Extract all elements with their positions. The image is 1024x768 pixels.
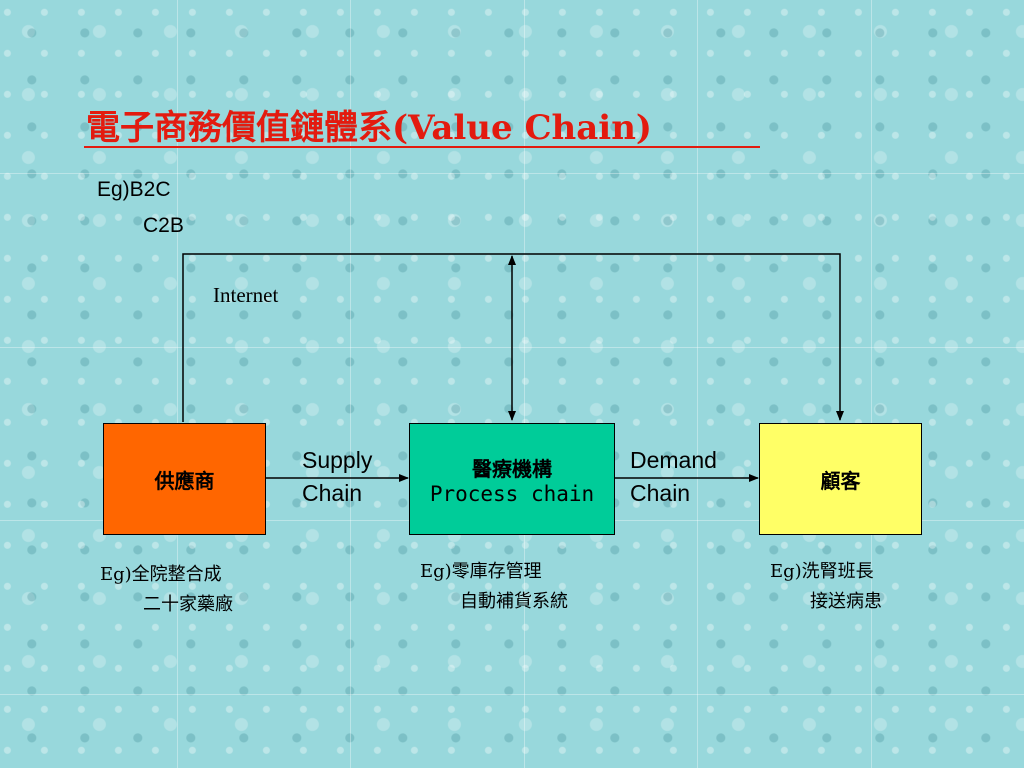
supplier-example-line1: Eg)全院整合成: [100, 564, 222, 585]
bg-tile-line: [177, 0, 178, 768]
top-example-line1: Eg)B2C: [97, 178, 171, 201]
demand-chain-line2: Chain: [630, 480, 691, 506]
top-example-line2: C2B: [143, 214, 184, 237]
customer-label: 顧客: [820, 468, 861, 493]
supplier-example-line2: 二十家藥廠: [143, 594, 233, 615]
demand-chain-label: Demand Chain: [630, 444, 717, 510]
institution-node: 醫療機構 Process chain: [409, 423, 615, 535]
internet-loop-line: [182, 253, 844, 422]
supply-chain-label: Supply Chain: [302, 444, 372, 510]
institution-example-line1: Eg)零庫存管理: [420, 561, 542, 582]
supplier-node: 供應商: [103, 423, 266, 535]
institution-label: 醫療機構: [472, 456, 552, 481]
bg-tile-line: [697, 0, 698, 768]
supply-chain-line1: Supply: [302, 447, 373, 473]
supply-chain-line2: Chain: [302, 480, 363, 506]
bg-tile-line: [0, 173, 1024, 174]
institution-example-line2: 自動補貨系統: [460, 591, 568, 612]
title-underline: [84, 146, 760, 148]
demand-chain-line1: Demand: [630, 447, 717, 473]
bg-tile-line: [0, 694, 1024, 695]
customer-node: 顧客: [759, 423, 922, 535]
customer-example-line2: 接送病患: [810, 591, 882, 612]
slide-title: 電子商務價值鏈體系(Value Chain): [86, 108, 653, 148]
customer-example-line1: Eg)洗腎班長: [770, 561, 874, 582]
institution-sublabel: Process chain: [429, 481, 595, 506]
bg-tile-line: [524, 0, 525, 768]
supplier-label: 供應商: [154, 468, 215, 493]
bg-tile-line: [350, 0, 351, 768]
internet-label: Internet: [213, 283, 279, 307]
bg-tile-line: [871, 0, 872, 768]
